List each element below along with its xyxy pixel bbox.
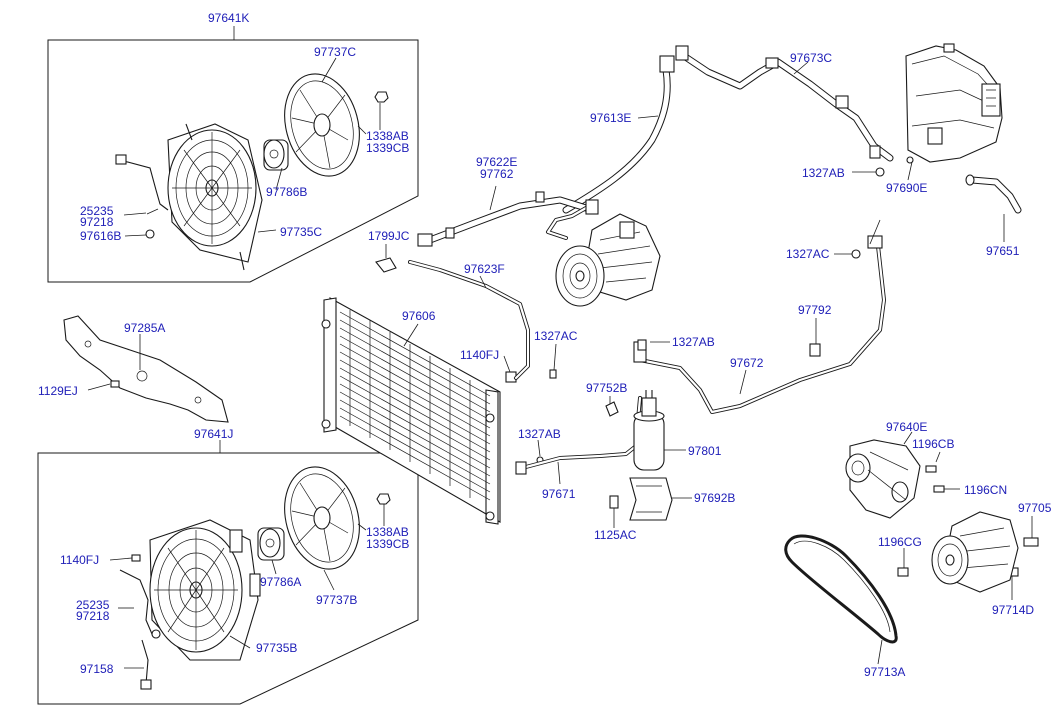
part-label-97673C[interactable]: 97673C bbox=[790, 51, 832, 65]
part-labels: 97641K 97737C 1338AB 1339CB 97786B 25235… bbox=[38, 11, 1052, 679]
part-label-1196CB[interactable]: 1196CB bbox=[912, 437, 954, 451]
part-label-97690E[interactable]: 97690E bbox=[886, 181, 927, 195]
part-label-97792[interactable]: 97792 bbox=[798, 303, 832, 317]
part-label-97651[interactable]: 97651 bbox=[986, 244, 1020, 258]
part-label-97786B[interactable]: 97786B bbox=[266, 185, 307, 199]
part-label-97713A[interactable]: 97713A bbox=[864, 665, 905, 679]
part-label-1339CB-top[interactable]: 1339CB bbox=[366, 141, 409, 155]
part-label-97752B[interactable]: 97752B bbox=[586, 381, 627, 395]
wire-harness-bottom bbox=[119, 569, 153, 635]
part-label-97714D[interactable]: 97714D bbox=[992, 603, 1034, 617]
compressor-bottom bbox=[931, 511, 1019, 593]
fan-assembly-top bbox=[47, 26, 419, 283]
drive-belt bbox=[784, 534, 898, 665]
part-label-1140FJ-mid[interactable]: 1140FJ bbox=[460, 348, 499, 362]
fan-assembly-top-frame bbox=[47, 39, 419, 283]
part-label-1799JC[interactable]: 1799JC bbox=[368, 229, 410, 243]
part-label-97735B[interactable]: 97735B bbox=[256, 641, 297, 655]
part-label-97692B[interactable]: 97692B bbox=[694, 491, 735, 505]
part-label-97616B[interactable]: 97616B bbox=[80, 229, 121, 243]
part-label-1327AC-right[interactable]: 1327AC bbox=[786, 247, 830, 261]
condenser bbox=[321, 297, 501, 525]
clamp-97792 bbox=[809, 343, 821, 357]
drain-hose bbox=[965, 174, 1022, 242]
fan-motor-top bbox=[263, 139, 289, 171]
part-label-97285A[interactable]: 97285A bbox=[124, 321, 165, 335]
ac-lines bbox=[375, 45, 894, 485]
fan-motor-bottom bbox=[257, 527, 285, 561]
part-label-97623F[interactable]: 97623F bbox=[464, 262, 505, 276]
part-label-97218-top[interactable]: 97218 bbox=[80, 215, 114, 229]
part-label-97705[interactable]: 97705 bbox=[1018, 501, 1052, 515]
bracket-97692B bbox=[629, 477, 673, 521]
fan-shroud-bottom bbox=[149, 519, 261, 661]
part-label-97671[interactable]: 97671 bbox=[542, 487, 576, 501]
fan-shroud-top bbox=[167, 123, 263, 271]
part-label-97672[interactable]: 97672 bbox=[730, 356, 764, 370]
part-label-97641J[interactable]: 97641J bbox=[194, 427, 233, 441]
part-label-97735C[interactable]: 97735C bbox=[280, 225, 322, 239]
fan-assembly-bottom-frame bbox=[37, 452, 419, 705]
fitting-97613E bbox=[659, 55, 675, 73]
part-label-1327AB-low[interactable]: 1327AB bbox=[518, 427, 561, 441]
part-label-97158[interactable]: 97158 bbox=[80, 662, 114, 676]
part-label-1339CB-bottom[interactable]: 1339CB bbox=[366, 537, 409, 551]
part-label-97737C[interactable]: 97737C bbox=[314, 45, 356, 59]
fan-blade-top bbox=[284, 73, 360, 177]
part-label-1338AB-top[interactable]: 1338AB bbox=[366, 129, 409, 143]
splash-shield bbox=[63, 315, 229, 423]
part-label-97641K[interactable]: 97641K bbox=[208, 11, 249, 25]
part-label-1338AB-bottom[interactable]: 1338AB bbox=[366, 525, 409, 539]
part-label-97786A[interactable]: 97786A bbox=[260, 575, 301, 589]
nut-top bbox=[374, 91, 389, 103]
wire-connector-bottom bbox=[141, 639, 149, 685]
part-label-97737B[interactable]: 97737B bbox=[316, 593, 357, 607]
part-label-97613E[interactable]: 97613E bbox=[590, 111, 631, 125]
receiver-drier bbox=[605, 339, 692, 528]
fan-blade-bottom bbox=[284, 466, 360, 570]
part-label-25235-top[interactable]: 25235 bbox=[80, 204, 114, 218]
part-label-97218-bottom[interactable]: 97218 bbox=[76, 609, 110, 623]
part-label-97622E[interactable]: 97622E bbox=[476, 155, 517, 169]
part-label-1327AB-top[interactable]: 1327AB bbox=[802, 166, 845, 180]
part-label-1140FJ-left[interactable]: 1140FJ bbox=[60, 553, 99, 567]
part-label-1196CG[interactable]: 1196CG bbox=[878, 535, 922, 549]
part-label-1327AC-mid[interactable]: 1327AC bbox=[534, 329, 578, 343]
fan-assembly-bottom bbox=[37, 440, 419, 705]
compressor-bracket bbox=[845, 431, 1039, 600]
clip-1799JC bbox=[375, 257, 397, 273]
wire-harness-top bbox=[119, 159, 169, 211]
grommet-top bbox=[145, 229, 155, 239]
part-label-97801[interactable]: 97801 bbox=[688, 444, 722, 458]
part-label-97762[interactable]: 97762 bbox=[480, 167, 514, 181]
evaporator-unit bbox=[852, 43, 1003, 181]
clip-97752B bbox=[605, 401, 619, 417]
part-label-97640E[interactable]: 97640E bbox=[886, 420, 927, 434]
part-label-1125AC[interactable]: 1125AC bbox=[594, 528, 637, 542]
part-label-97606[interactable]: 97606 bbox=[402, 309, 436, 323]
nut-bottom bbox=[376, 493, 391, 505]
part-label-1327AB-mid[interactable]: 1327AB bbox=[672, 335, 715, 349]
part-label-1196CN[interactable]: 1196CN bbox=[964, 483, 1007, 497]
part-label-1129EJ[interactable]: 1129EJ bbox=[38, 384, 78, 398]
part-label-25235-bottom[interactable]: 25235 bbox=[76, 598, 110, 612]
compressor-center bbox=[555, 199, 661, 307]
